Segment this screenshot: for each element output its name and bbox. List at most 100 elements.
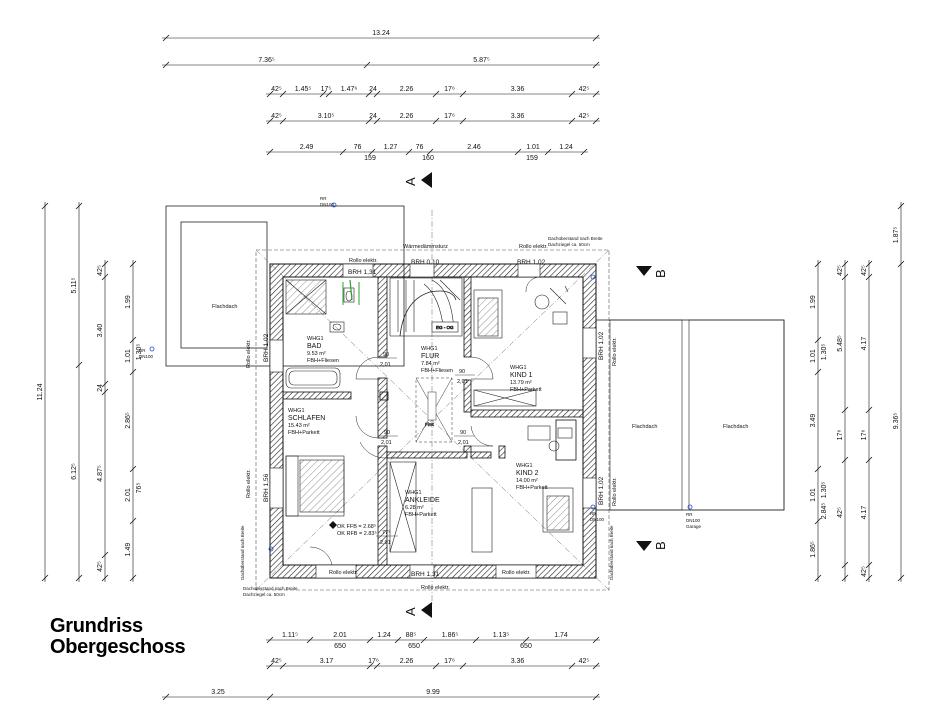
dimension-value: 1.24 (559, 144, 573, 151)
dimension-line (814, 465, 822, 473)
dimension-line (814, 336, 822, 344)
dimension-value: 42⁵ (97, 265, 104, 276)
dimension-value: 42⁵ (579, 658, 590, 665)
dimension-value: 2.01 (125, 488, 132, 502)
staircase: EG - OG (389, 277, 463, 337)
rollo-label: Rollo elektr. (612, 337, 618, 366)
dimension-line (865, 574, 873, 582)
dimension-line (420, 636, 428, 644)
door-width: 90 (459, 369, 465, 375)
dimension-value: 1.30⁵ (136, 344, 143, 361)
dimension-line (814, 368, 822, 376)
flachdach-label-mid: Flachdach (632, 424, 657, 430)
room-floor: FBH+Fliesen (307, 358, 339, 364)
room-code: WHG1 (307, 336, 324, 342)
dimension-line (266, 662, 274, 670)
dimension-value: 42⁵ (271, 113, 282, 120)
dimension-line (101, 380, 109, 388)
rollo-label: Rollo elektr. (349, 258, 378, 264)
dimension-value: 1.01 (810, 488, 817, 502)
dimension-line (266, 90, 274, 98)
dimension-line (841, 406, 849, 414)
stair-label: EG - OG (436, 325, 454, 330)
door-height: 2,01 (381, 440, 392, 446)
dimension-line (368, 148, 376, 156)
room-area: 7.84 m² (421, 361, 440, 367)
dimension-line (592, 117, 600, 125)
dimension-value: 5.48⁵ (837, 335, 844, 352)
dimension-line (101, 574, 109, 582)
dimension-value: 2.26 (400, 113, 414, 120)
dimension-line (544, 148, 552, 156)
dimension-value: 3.36 (511, 86, 525, 93)
room-kind1: WHG1 KIND 1 13.79 m² FBH+Parkett (510, 365, 542, 393)
windows (269, 263, 597, 579)
dimension-line (75, 574, 83, 582)
dimension-value: 42⁵ (837, 265, 844, 276)
dimension-line (279, 90, 287, 98)
dimension-value: 17⁵ (321, 86, 332, 93)
dimension-line (865, 273, 873, 281)
dimension-line (279, 662, 287, 670)
rr-label: RR (139, 348, 146, 353)
door-height: 2,01 (457, 379, 468, 385)
dimension-value: 1.30⁵ (821, 344, 828, 361)
dimension-line (568, 117, 576, 125)
dimension-value: 1.86⁵ (442, 632, 459, 639)
dimension-value: 3.25 (211, 689, 225, 696)
door-width: 90 (384, 430, 390, 436)
dimension-line (865, 260, 873, 268)
brh-label: BRH 1,56 (263, 473, 270, 502)
room-code: WHG1 (405, 490, 422, 496)
brh-label: BRH 1,02 (517, 259, 546, 266)
room-area: 9.53 m² (307, 351, 326, 357)
dimension-line (129, 465, 137, 473)
dimension-line (366, 662, 374, 670)
dimension-value: 76 (354, 144, 362, 151)
room-bad: WHG1 BAD 9.53 m² FBH+Fliesen (307, 336, 339, 364)
dimension-value: 1.45⁵ (295, 86, 312, 93)
rr-label: RR (320, 196, 327, 201)
dimension-value: 11.24 (37, 383, 44, 400)
dimension-value: 1.01 (125, 349, 132, 363)
dimension-value: 17⁶ (444, 86, 455, 93)
rollo-label: Rollo elektr. (329, 570, 358, 576)
dimension-value: 2.46 (467, 144, 481, 151)
hallway-void: First (415, 377, 453, 443)
dimension-line (592, 662, 600, 670)
room-name: BAD (307, 343, 321, 350)
dimension-line (841, 574, 849, 582)
dachueberstand-label: Dachüberstand nach Breite (548, 236, 603, 241)
room-floor: FBH+Fliesen (421, 368, 453, 374)
dimension-line (363, 61, 371, 69)
dachueberstand-label: Dachüberstand nach Breite (609, 525, 614, 580)
dimension-line (472, 636, 480, 644)
rollo-label: Rollo elektr. (612, 477, 618, 506)
brh-label: BRH 0,10 (411, 259, 440, 266)
dimension-value: 2.49 (300, 144, 314, 151)
dimension-line (841, 260, 849, 268)
dimension-value: 2.26 (400, 658, 414, 665)
dimension-line (266, 148, 274, 156)
room-area: 15.43 m² (288, 423, 310, 429)
dn-label: DN100 (320, 202, 335, 207)
room-name: ANKLEIDE (405, 497, 440, 504)
dimension-line (41, 574, 49, 582)
room-code: WHG1 (288, 408, 305, 414)
flat-roof-right: Flachdach Flachdach (595, 319, 785, 511)
waermedaemm-label: Wärmedämmsturz (403, 244, 448, 250)
dimension-line (162, 61, 170, 69)
dimension-line (897, 202, 905, 210)
roof-overhang-outline (255, 249, 610, 591)
dimension-line (841, 273, 849, 281)
dimension-value: 17⁶ (444, 658, 455, 665)
dimension-value: 5.87⁵ (473, 57, 490, 64)
dimension-line (459, 90, 467, 98)
room-name: SCHLAFEN (288, 415, 325, 422)
dimension-line (339, 148, 347, 156)
dimension-value: 17⁶ (368, 658, 379, 665)
dimension-line (101, 273, 109, 281)
dimension-value: 159 (526, 155, 538, 162)
room-schlafen: WHG1 SCHLAFEN 15.43 m² FBH+Parkett (288, 408, 325, 436)
